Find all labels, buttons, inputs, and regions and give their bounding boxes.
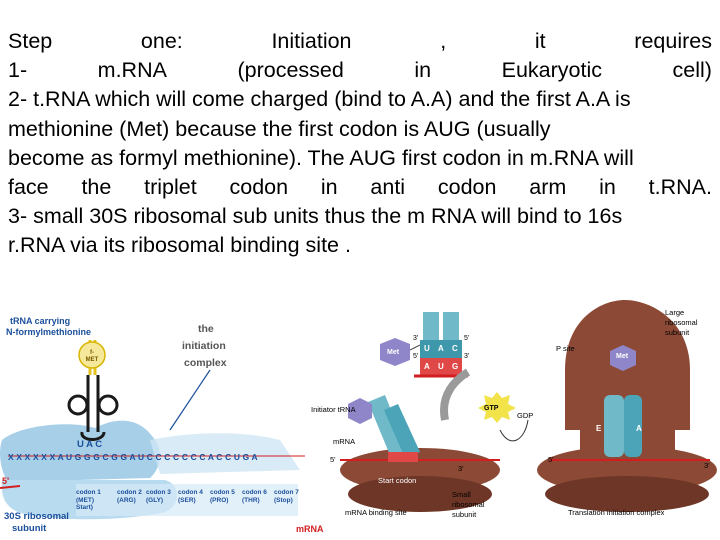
complex-label-3: complex	[184, 357, 227, 369]
large-subunit-label-1: Large	[665, 308, 685, 317]
small-subunit-label-3: subunit	[452, 510, 477, 519]
fmet-ball	[78, 341, 106, 369]
text-line-8: r.RNA via its ribosomal binding site .	[8, 233, 351, 258]
anticodon-letter: C	[452, 344, 458, 353]
codon-letter: G	[452, 362, 459, 371]
codon-letter: U	[438, 362, 444, 371]
five-prime-top: 5'	[464, 335, 470, 342]
gtp-burst	[478, 392, 516, 423]
text-line-6: face the triplet codon in anti codon arm…	[8, 173, 712, 202]
gdp-label: GDP	[517, 411, 534, 420]
three-prime-right: 3'	[704, 461, 710, 470]
word: in	[599, 174, 616, 199]
gtp-label: GTP	[484, 405, 499, 412]
word: codon	[229, 174, 289, 199]
word: in	[414, 58, 432, 83]
codon-item: codon 6 (THR)	[242, 489, 267, 504]
fmet-label: f-MET	[85, 350, 99, 363]
word: ,	[440, 29, 447, 53]
anticodon-letter: A	[438, 344, 444, 353]
a-site-label: A	[636, 424, 642, 433]
word: codon	[437, 174, 497, 199]
trna-label-1: tRNA carrying	[10, 316, 71, 326]
body-text: Step one: Initiation , it requires 1- m.…	[8, 27, 712, 261]
met-label: Met	[387, 349, 400, 356]
codon-item: codon 1 (MET) Start)	[76, 489, 101, 511]
word: triplet	[144, 174, 197, 199]
start-codon-label: Start codon	[378, 476, 417, 485]
word: Step	[8, 29, 53, 53]
small-ribosome-shape	[0, 420, 160, 482]
word: m.RNA	[97, 58, 167, 83]
word: (processed	[237, 58, 344, 83]
codon-item: codon 5 (PRO)	[210, 489, 235, 504]
initiator-trna-label: Initiator tRNA	[311, 405, 356, 414]
subunit-label-1: 30S ribosomal	[4, 511, 69, 522]
text-line-2: 1- m.RNA (processed in Eukaryotic cell)	[8, 56, 712, 85]
text-line-4: methionine (Met) because the first codon…	[8, 116, 551, 141]
word: arm	[529, 174, 567, 199]
large-subunit-label-3: subunit	[665, 328, 690, 337]
subunit-label-2: subunit	[12, 523, 47, 534]
three-prime-top: 3'	[413, 335, 419, 342]
five-prime-right: 5'	[548, 455, 554, 464]
text-line-7: 3- small 30S ribosomal sub units thus th…	[8, 204, 623, 229]
word: the	[81, 174, 112, 199]
word: in	[320, 174, 338, 199]
met-hexagon	[380, 338, 410, 366]
five-prime-strand: 5'	[330, 455, 336, 464]
word: 1-	[8, 58, 28, 83]
small-subunit-label-1: Small	[452, 490, 471, 499]
text-line-1: Step one: Initiation , it requires	[8, 27, 712, 56]
codon-item: codon 7 (Stop)	[274, 489, 299, 504]
e-site-label: E	[596, 424, 602, 433]
complex-caption: Translation initiation complex	[568, 508, 665, 517]
mrna-sequence: X X X X X X A U G G G C G G A U C C C C …	[8, 452, 258, 462]
complex-label-1: the	[198, 323, 214, 335]
anticodon-letter: U	[424, 344, 430, 353]
codon-item: codon 4 (SER)	[178, 489, 203, 504]
complex-label-2: initiation	[182, 340, 226, 352]
word: t.RNA.	[648, 174, 712, 199]
trna-label-2: N-formylmethionine	[6, 327, 92, 337]
word: requires	[634, 29, 712, 53]
codon-item: codon 2 (ARG)	[117, 489, 142, 504]
small-subunit-label-2: ribosomal	[452, 500, 485, 509]
word: cell)	[672, 58, 712, 83]
mrna-binding-site-label: mRNA binding site	[345, 508, 407, 517]
text-line-5: become as formyl methionine). The AUG fi…	[8, 145, 634, 170]
codon-letter: A	[424, 362, 430, 371]
text-line-3: 2- t.RNA which will come charged (bind t…	[8, 87, 631, 112]
word: Eukaryotic	[501, 58, 602, 83]
mrna-label-right: mRNA	[333, 437, 356, 446]
word: face	[8, 174, 49, 199]
three-prime-strand: 3'	[458, 464, 464, 473]
process-arrow	[440, 368, 471, 421]
anticodon-label: U A C	[77, 439, 103, 450]
codon-item: codon 3 (GLY)	[146, 489, 171, 504]
ribosome-right-lobe	[150, 433, 300, 474]
met-label-right: Met	[616, 353, 629, 360]
word: anti	[370, 174, 406, 199]
word: one:	[140, 29, 183, 53]
word: it	[534, 29, 546, 53]
five-prime-left: 5'	[2, 476, 10, 486]
p-site-label: P site	[556, 344, 575, 353]
large-subunit-label-2: ribosomal	[665, 318, 698, 327]
five-prime-mid: 5'	[413, 353, 419, 360]
three-prime-mid: 3'	[464, 353, 470, 360]
mrna-label: mRNA	[296, 524, 324, 534]
word: Initiation	[271, 29, 352, 53]
